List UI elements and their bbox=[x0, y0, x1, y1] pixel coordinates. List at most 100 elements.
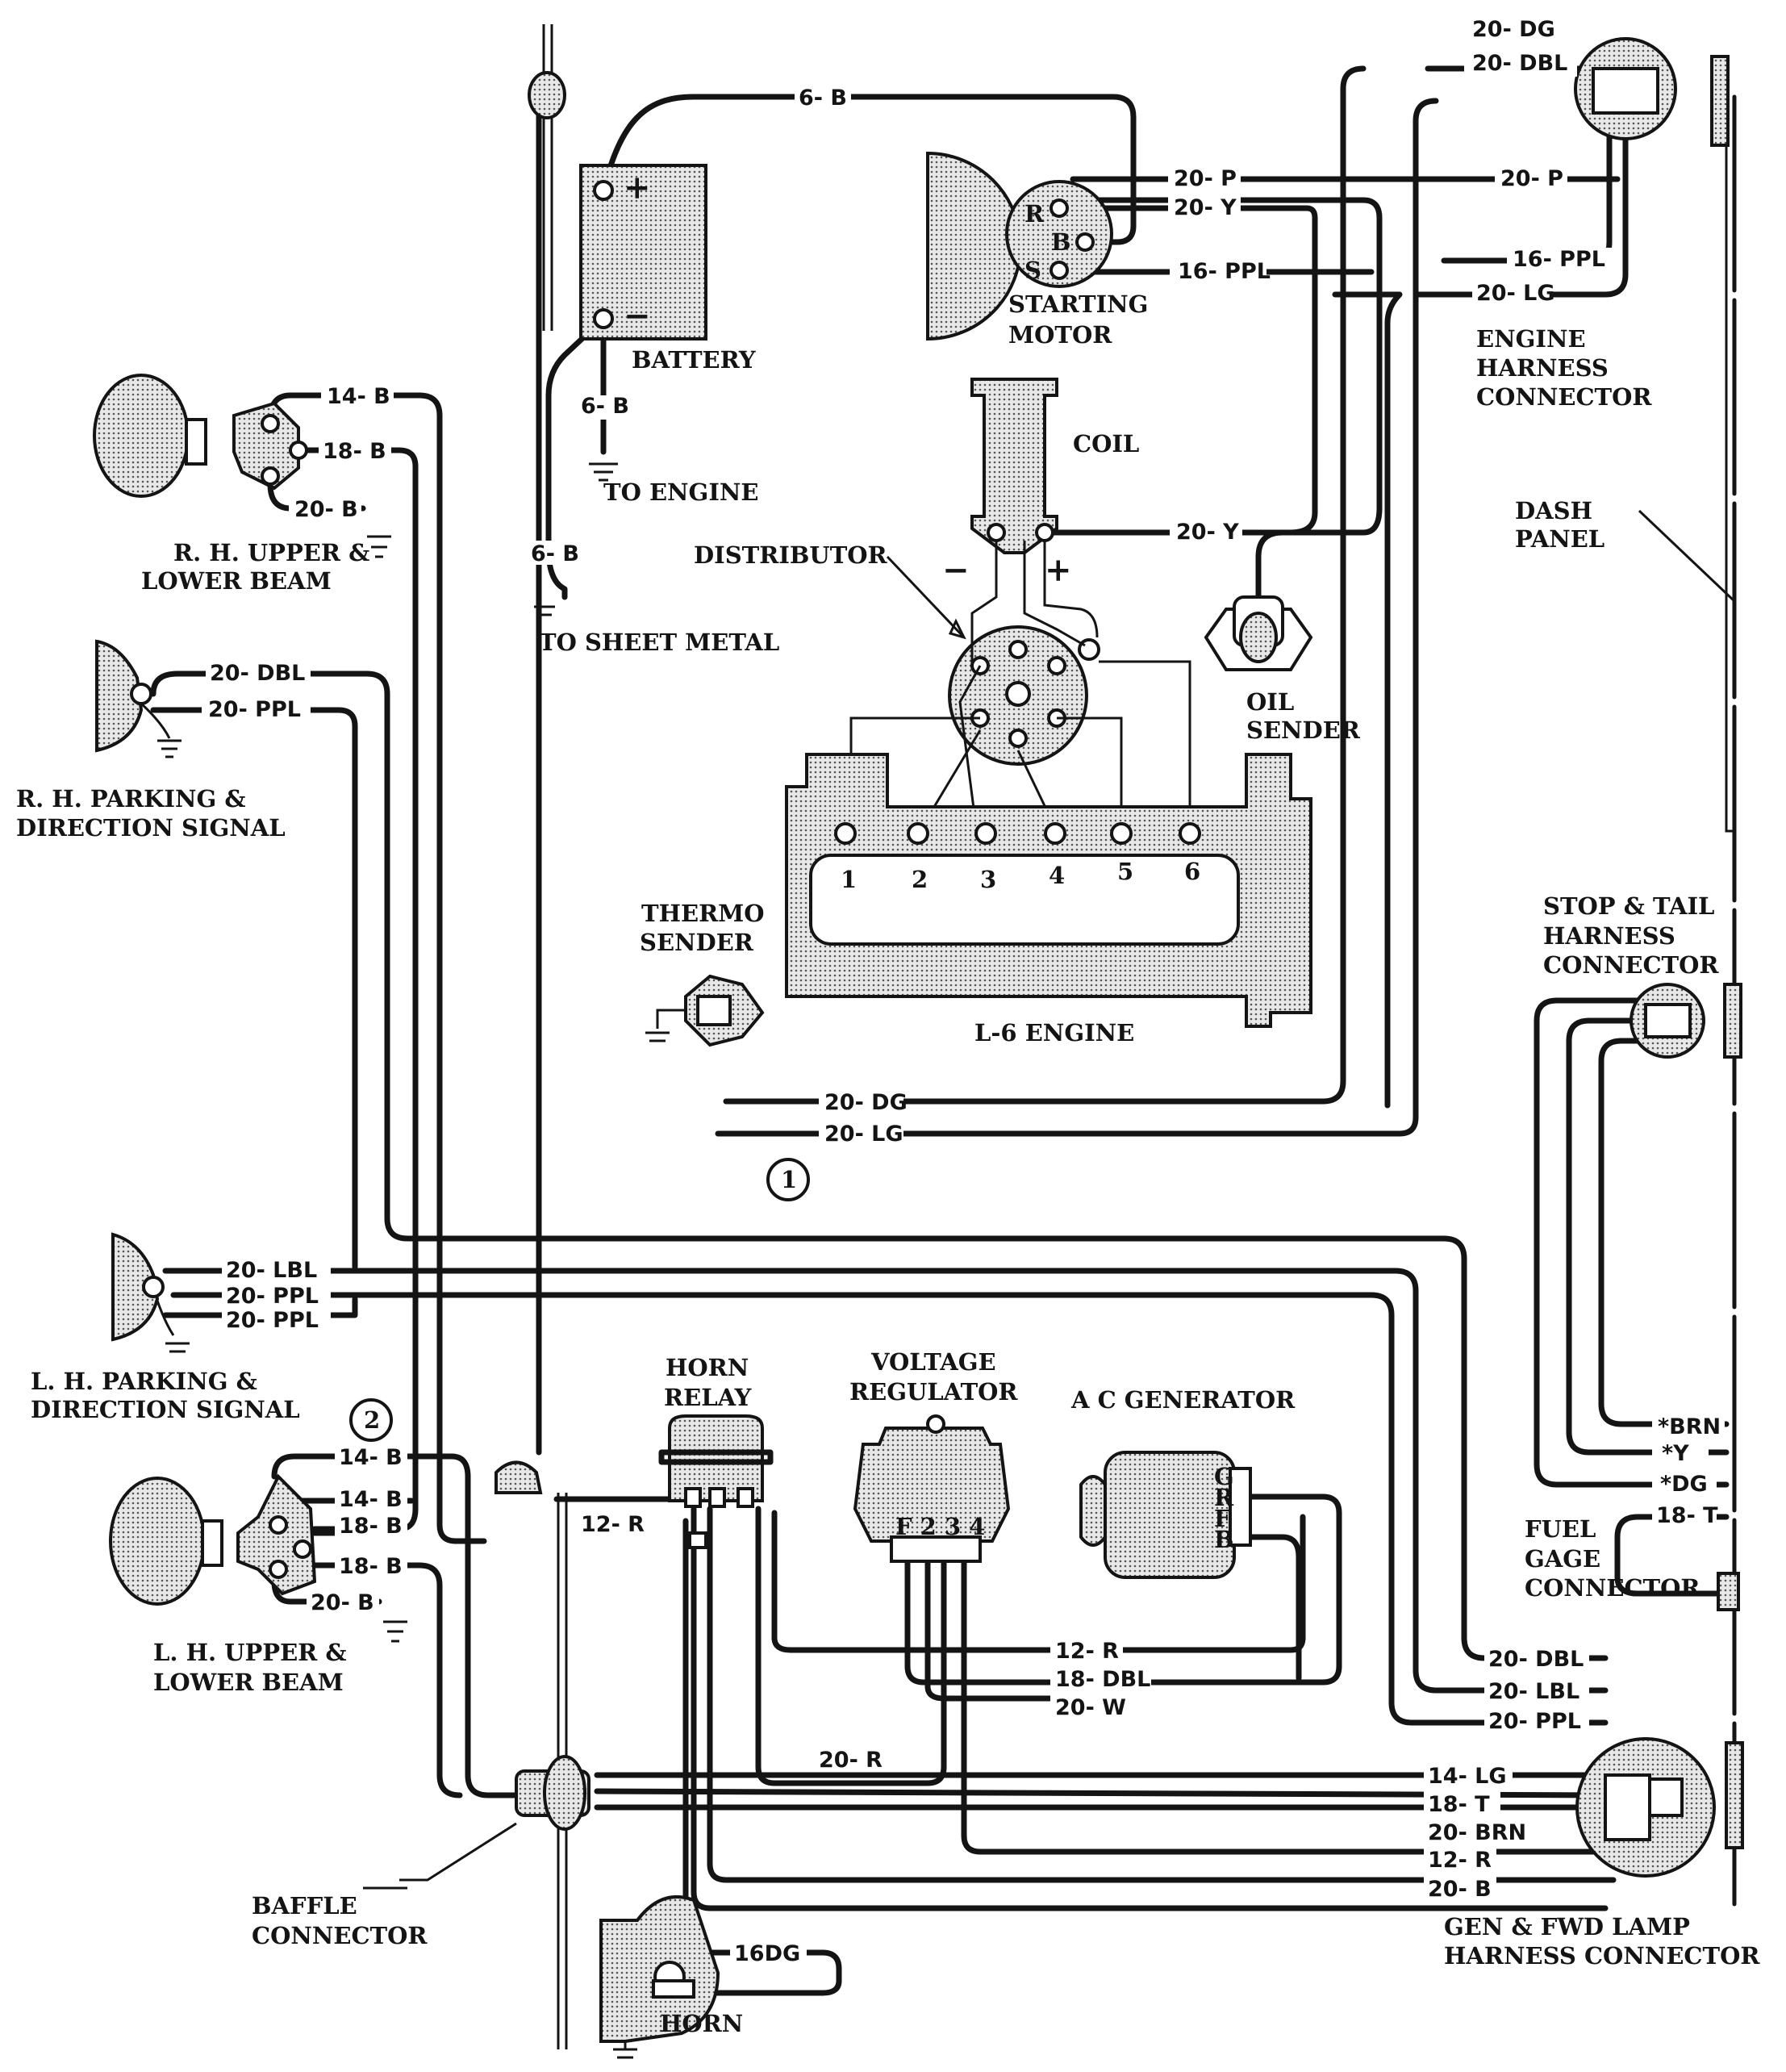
cylinder-4: 4 bbox=[1049, 862, 1065, 889]
wire-label: 18- T bbox=[1428, 1792, 1490, 1817]
fuel-gage-label-3: CONNECTOR bbox=[1525, 1574, 1700, 1602]
engine-harness-label-2: HARNESS bbox=[1476, 354, 1609, 382]
wire-label: 6- B bbox=[581, 394, 629, 419]
battery-label: BATTERY bbox=[632, 346, 756, 374]
wire-label: 20- PPL bbox=[208, 697, 301, 722]
wire-label: 12- R bbox=[581, 1512, 645, 1537]
cylinder-6: 6 bbox=[1184, 858, 1200, 885]
wire-label: *BRN bbox=[1658, 1414, 1721, 1439]
cylinder-5: 5 bbox=[1117, 858, 1133, 885]
generator-r-terminal: R bbox=[1214, 1484, 1234, 1511]
svg-text:2: 2 bbox=[364, 1406, 380, 1434]
wire-label: 20- B bbox=[294, 497, 358, 522]
starter-s-terminal: S bbox=[1024, 257, 1041, 284]
wire-label: 20- DBL bbox=[1488, 1647, 1584, 1672]
lh-parking-lamp: L. H. PARKING & DIRECTION SIGNAL bbox=[31, 1232, 300, 1423]
starting-motor-label-1: STARTING bbox=[1008, 290, 1148, 318]
wire-label: 18- T bbox=[1656, 1503, 1718, 1528]
horn-label: HORN bbox=[660, 2010, 743, 2037]
voltage-regulator: F 2 3 4 VOLTAGE REGULATOR bbox=[849, 1348, 1018, 1563]
baffle-label-2: CONNECTOR bbox=[252, 1922, 428, 1949]
wire-label: 20- LG bbox=[824, 1122, 903, 1147]
thermo-sender-label-1: THERMO bbox=[641, 900, 765, 927]
stop-tail-label-1: STOP & TAIL bbox=[1543, 892, 1714, 920]
dash-panel-line bbox=[1638, 55, 1744, 1907]
wire-label: 20- LBL bbox=[226, 1258, 317, 1283]
fender-line bbox=[542, 24, 568, 2049]
generator-f-terminal: F bbox=[1214, 1505, 1231, 1532]
wire-label: 18- DBL bbox=[1055, 1667, 1150, 1692]
ignition-coil: COIL − + bbox=[942, 378, 1139, 589]
oil-sender: OIL SENDER bbox=[1204, 595, 1361, 744]
distributor: DISTRIBUTOR bbox=[694, 541, 1191, 832]
coil-label: COIL bbox=[1073, 430, 1139, 457]
to-engine-label: TO ENGINE bbox=[603, 478, 759, 506]
cylinder-3: 3 bbox=[980, 866, 996, 893]
wire-label: 20- P bbox=[1500, 166, 1563, 191]
horn-relay: HORN RELAY bbox=[658, 1354, 774, 1549]
wire-label: 20- R bbox=[819, 1748, 883, 1773]
callout-1: 1 bbox=[766, 1158, 810, 1201]
oil-sender-label-2: SENDER bbox=[1246, 716, 1361, 744]
wire-label: 16- PPL bbox=[1178, 259, 1271, 284]
lh-parking-label-2: DIRECTION SIGNAL bbox=[31, 1396, 300, 1423]
starting-motor: R B S STARTING MOTOR bbox=[926, 151, 1148, 349]
rh-parking-lamp: R. H. PARKING & DIRECTION SIGNAL bbox=[16, 639, 286, 842]
sheet-metal-ground: TO SHEET METAL bbox=[534, 605, 779, 656]
battery: + − BATTERY bbox=[579, 164, 756, 374]
wire-label: 20- PPL bbox=[226, 1308, 319, 1333]
lh-beam-label-2: LOWER BEAM bbox=[153, 1669, 344, 1696]
wire-label: 6- B bbox=[531, 541, 579, 566]
voltage-regulator-label-1: VOLTAGE bbox=[870, 1348, 996, 1376]
fuel-gage-connector: FUEL GAGE CONNECTOR bbox=[1525, 1515, 1740, 1611]
wire-label: 14- B bbox=[339, 1445, 403, 1470]
horn-relay-label-2: RELAY bbox=[664, 1384, 752, 1411]
wire-label: 12- R bbox=[1428, 1848, 1492, 1873]
horn: HORN bbox=[599, 1894, 743, 2059]
stop-tail-connector: STOP & TAIL HARNESS CONNECTOR bbox=[1543, 892, 1719, 1059]
baffle-label-1: BAFFLE bbox=[252, 1892, 357, 1920]
ac-generator: G R F B A C GENERATOR bbox=[1070, 1386, 1296, 1579]
rh-headlamp: R. H. UPPER & LOWER BEAM bbox=[93, 374, 391, 595]
thermo-sender: THERMO SENDER bbox=[640, 900, 765, 1047]
voltage-regulator-label-2: REGULATOR bbox=[849, 1378, 1018, 1406]
horn-relay-label-1: HORN bbox=[666, 1354, 749, 1381]
wire-label: 14- B bbox=[339, 1487, 403, 1512]
engine-label: L-6 ENGINE bbox=[974, 1019, 1134, 1046]
engine-harness-label-3: CONNECTOR bbox=[1476, 383, 1652, 411]
wire-label: 20- DG bbox=[1472, 17, 1555, 42]
dash-panel-label-1: DASH bbox=[1515, 497, 1592, 524]
wire-label: 6- B bbox=[799, 86, 847, 111]
wire-label: 14- LG bbox=[1428, 1764, 1507, 1789]
svg-text:1: 1 bbox=[781, 1166, 797, 1193]
l6-engine: 1 2 3 4 5 6 L-6 ENGINE bbox=[785, 753, 1312, 1046]
wire-label: 20- Y bbox=[1174, 195, 1237, 220]
starter-r-terminal: R bbox=[1024, 200, 1045, 228]
wire-label: 20- B bbox=[1428, 1877, 1492, 1902]
distributor-label: DISTRIBUTOR bbox=[694, 541, 888, 569]
wire-label: 20- BRN bbox=[1428, 1820, 1526, 1845]
dash-panel-label-2: PANEL bbox=[1515, 525, 1604, 553]
stop-tail-label-3: CONNECTOR bbox=[1543, 951, 1719, 979]
stop-tail-label-2: HARNESS bbox=[1543, 922, 1675, 950]
lh-headlamp: L. H. UPPER & LOWER BEAM bbox=[109, 1473, 407, 1696]
wire-label: 20- DBL bbox=[1472, 51, 1567, 76]
gen-fwd-label-2: HARNESS CONNECTOR bbox=[1444, 1942, 1760, 1970]
wire-label: 20- LG bbox=[1476, 281, 1555, 306]
coil-plus-terminal: + bbox=[1045, 551, 1072, 589]
wire-label: 20- PPL bbox=[226, 1284, 319, 1309]
thermo-sender-label-2: SENDER bbox=[640, 929, 754, 956]
wire-label: 20- DBL bbox=[210, 661, 305, 686]
generator-b-terminal: B bbox=[1214, 1526, 1234, 1553]
rh-beam-label-1: R. H. UPPER & bbox=[173, 539, 369, 566]
battery-minus-terminal: − bbox=[624, 297, 651, 335]
coil-minus-terminal: − bbox=[942, 551, 970, 589]
wire-label: 18- B bbox=[323, 439, 386, 464]
generator-g-terminal: G bbox=[1214, 1463, 1234, 1490]
engine-ground: TO ENGINE bbox=[589, 462, 759, 506]
rh-parking-label-1: R. H. PARKING & bbox=[16, 785, 246, 813]
rh-beam-label-2: LOWER BEAM bbox=[141, 567, 332, 595]
wire-labels: 6- B 6- B 6- B 20- DG 20- DBL 20- P 20- … bbox=[202, 17, 1725, 1966]
wire-label: *Y bbox=[1662, 1441, 1689, 1466]
